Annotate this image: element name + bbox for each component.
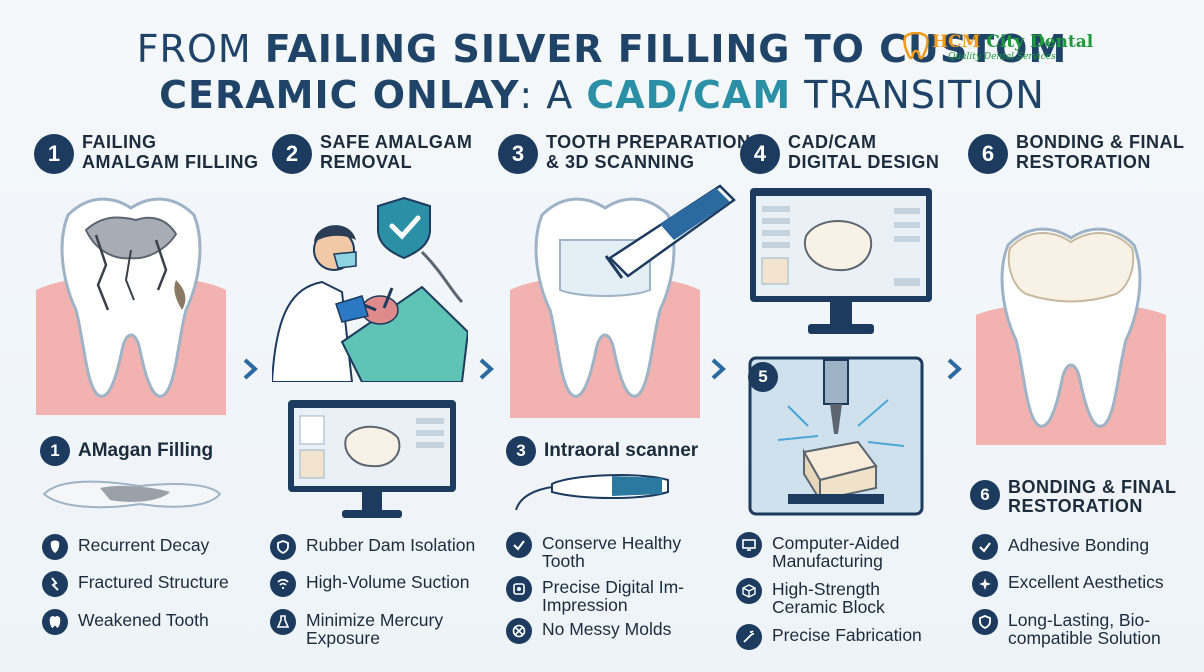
tooth-logo-icon [903, 32, 929, 60]
chevron-right-icon [479, 358, 494, 380]
clinic-logo: HCM City Dental Quality Dental Services [902, 32, 1093, 66]
magic-wand-icon [736, 624, 762, 650]
page-title: FROM FAILING SILVER FILLING TO CUSTOM CE… [136, 27, 1068, 117]
tooth-icon [42, 609, 68, 635]
restored-tooth-illustration [976, 227, 1166, 445]
suction-icon [270, 571, 296, 597]
step-number: 2 [272, 134, 312, 174]
fracture-icon [42, 571, 68, 597]
tooth-scanning-illustration [510, 184, 736, 418]
step-number: 3 [506, 436, 536, 466]
scan-icon [506, 576, 532, 602]
shield-icon [270, 534, 296, 560]
decay-icon [42, 534, 68, 560]
dentist-removal-illustration [272, 196, 468, 382]
step-number: 4 [740, 134, 780, 174]
step-number: 1 [34, 134, 74, 174]
step-number: 5 [748, 362, 778, 392]
cracked-tooth-illustration [36, 197, 226, 415]
checkmark-icon [972, 534, 998, 560]
amalgam-filling-icon [42, 480, 222, 509]
chevron-right-icon [711, 358, 726, 380]
step-number: 1 [40, 436, 70, 466]
checkmark-icon [506, 532, 532, 558]
chevron-right-icon [243, 358, 258, 380]
flask-icon [270, 609, 296, 635]
intraoral-scanner-icon [515, 474, 669, 511]
milling-machine-illustration [748, 356, 924, 516]
logo-tagline: Quality Dental Services [948, 52, 1056, 62]
computer-icon [736, 532, 762, 558]
sparkle-icon [972, 571, 998, 597]
step-number: 3 [498, 134, 538, 174]
shield-icon [972, 609, 998, 635]
no-symbol-icon [506, 618, 532, 644]
step-number: 6 [968, 134, 1008, 174]
design-monitor-illustration [288, 400, 456, 518]
logo-name: HCM City Dental [932, 32, 1094, 52]
step-number: 6 [970, 480, 1000, 510]
cube-icon [736, 578, 762, 604]
cad-monitor-illustration [750, 188, 932, 334]
chevron-right-icon [947, 358, 962, 380]
